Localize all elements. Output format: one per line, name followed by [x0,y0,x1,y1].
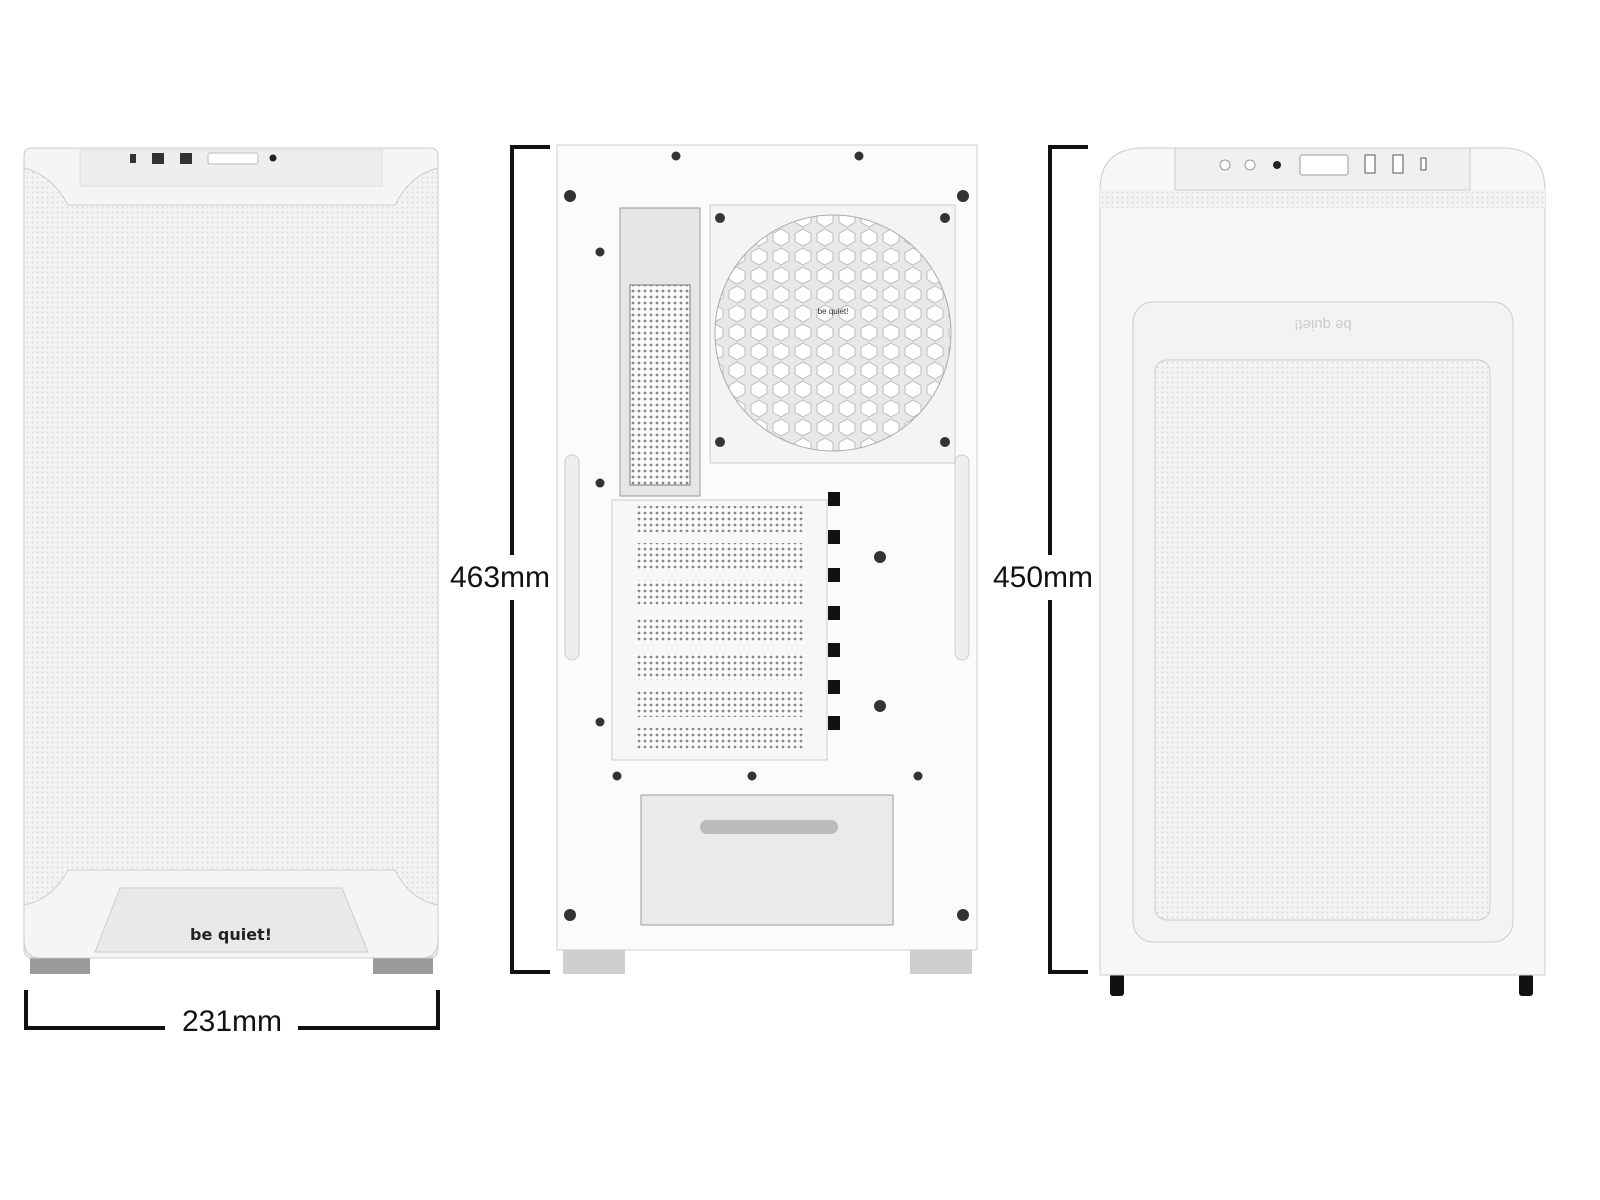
rear-psu-opening [640,794,894,926]
front-view: be quiet! [23,147,439,974]
rear-fan [714,214,952,452]
fan-logo: be quiet! [818,307,849,316]
dimension-height: 463mm [450,145,550,974]
dimension-width: 231mm [24,990,440,1038]
depth-label: 450mm [993,561,1093,594]
front-foot-right [373,956,433,974]
rear-foot-right [910,948,972,974]
side-io-ports [1219,154,1427,176]
width-label: 231mm [182,1005,282,1038]
rear-screws [564,151,969,921]
front-foot-left [30,956,90,974]
side-view: be quiet! [1099,147,1546,996]
rear-foot-left [563,948,625,974]
front-mesh-panel [23,147,439,959]
rear-view: be quiet! [556,144,978,974]
expansion-slots [611,492,840,761]
side-foot-left [1110,974,1124,996]
side-logo-mirrored: be quiet! [1294,316,1352,333]
height-label: 463mm [450,561,550,594]
brand-logo: be quiet! [190,925,272,944]
side-foot-right [1519,974,1533,996]
dimension-depth: 450mm [993,145,1093,974]
side-mesh-window [1154,359,1491,921]
front-io-ports [130,152,277,165]
